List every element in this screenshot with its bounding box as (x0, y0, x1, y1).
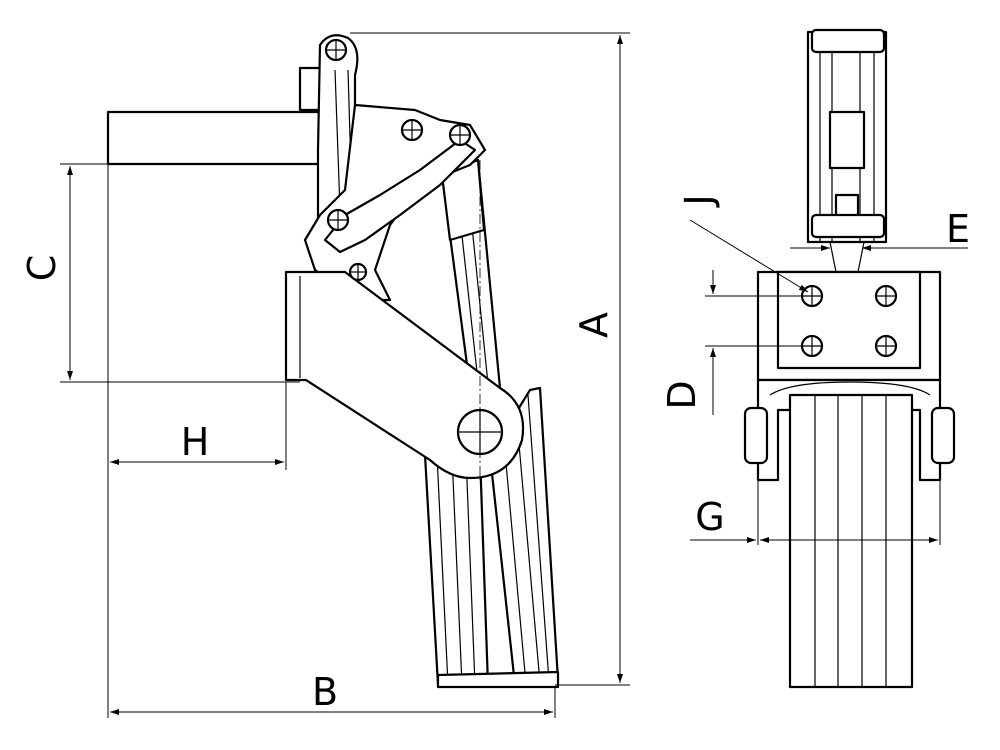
front-spindle (743, 378, 956, 689)
side-dimensions (60, 32, 630, 718)
label-J: J (677, 194, 721, 207)
label-C: C (20, 255, 64, 282)
label-G: G (695, 495, 724, 539)
front-view (689, 28, 968, 689)
base-block (756, 270, 942, 382)
front-dimensions (689, 219, 968, 545)
front-linkage (806, 28, 888, 273)
side-view (60, 32, 630, 718)
linkage-bracket (303, 103, 487, 302)
label-E: E (946, 207, 970, 251)
label-D: D (660, 380, 704, 409)
label-B: B (312, 670, 338, 714)
handle-bar (106, 66, 324, 166)
base-holes (800, 284, 898, 358)
label-H: H (181, 420, 210, 464)
label-A: A (572, 312, 616, 338)
